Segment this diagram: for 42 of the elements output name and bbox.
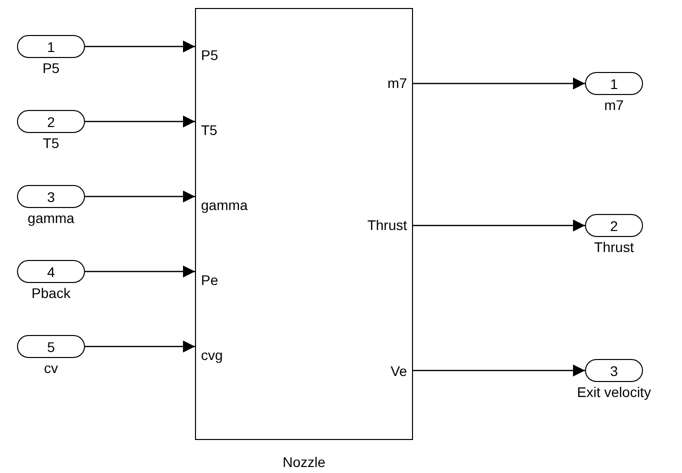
port-label: cvg (201, 347, 223, 363)
port-name: Thrust (594, 239, 634, 255)
subsystem-block (195, 8, 413, 440)
signal-arrow (85, 340, 195, 352)
signal-arrow (85, 266, 195, 278)
outport-block (585, 214, 643, 237)
port-number: 1 (47, 38, 55, 54)
inport-block (17, 110, 85, 133)
port-number: 3 (610, 362, 618, 378)
port-label: Ve (390, 363, 407, 379)
port-label: Thrust (367, 217, 407, 233)
port-name: Pback (32, 285, 70, 301)
signal-arrow (413, 78, 585, 90)
inport-block (17, 335, 85, 358)
outport-block (585, 72, 643, 95)
port-number: 1 (610, 76, 618, 92)
port-number: 5 (47, 338, 55, 354)
inport-block (17, 260, 85, 283)
port-name: m7 (604, 97, 624, 113)
port-number: 3 (47, 188, 55, 204)
signal-arrow (85, 40, 195, 52)
port-label: T5 (201, 122, 218, 138)
port-label: gamma (201, 197, 248, 213)
port-name: cv (44, 360, 58, 376)
port-label: P5 (201, 47, 218, 63)
port-number: 2 (47, 114, 55, 130)
inport-block (17, 35, 85, 58)
signal-arrow (85, 190, 195, 202)
block-name: Nozzle (282, 454, 326, 470)
port-name: P5 (42, 60, 60, 76)
signal-arrow (85, 116, 195, 128)
signal-arrow (413, 364, 585, 376)
inport-block (17, 185, 85, 208)
port-number: 4 (47, 264, 55, 280)
outport-block (585, 359, 643, 382)
port-name: T5 (42, 135, 60, 151)
port-label: m7 (388, 75, 407, 91)
port-number: 2 (610, 218, 618, 234)
signal-arrow (413, 220, 585, 232)
port-name: Exit velocity (577, 384, 651, 400)
port-label: Pe (201, 272, 218, 288)
port-name: gamma (28, 210, 74, 226)
